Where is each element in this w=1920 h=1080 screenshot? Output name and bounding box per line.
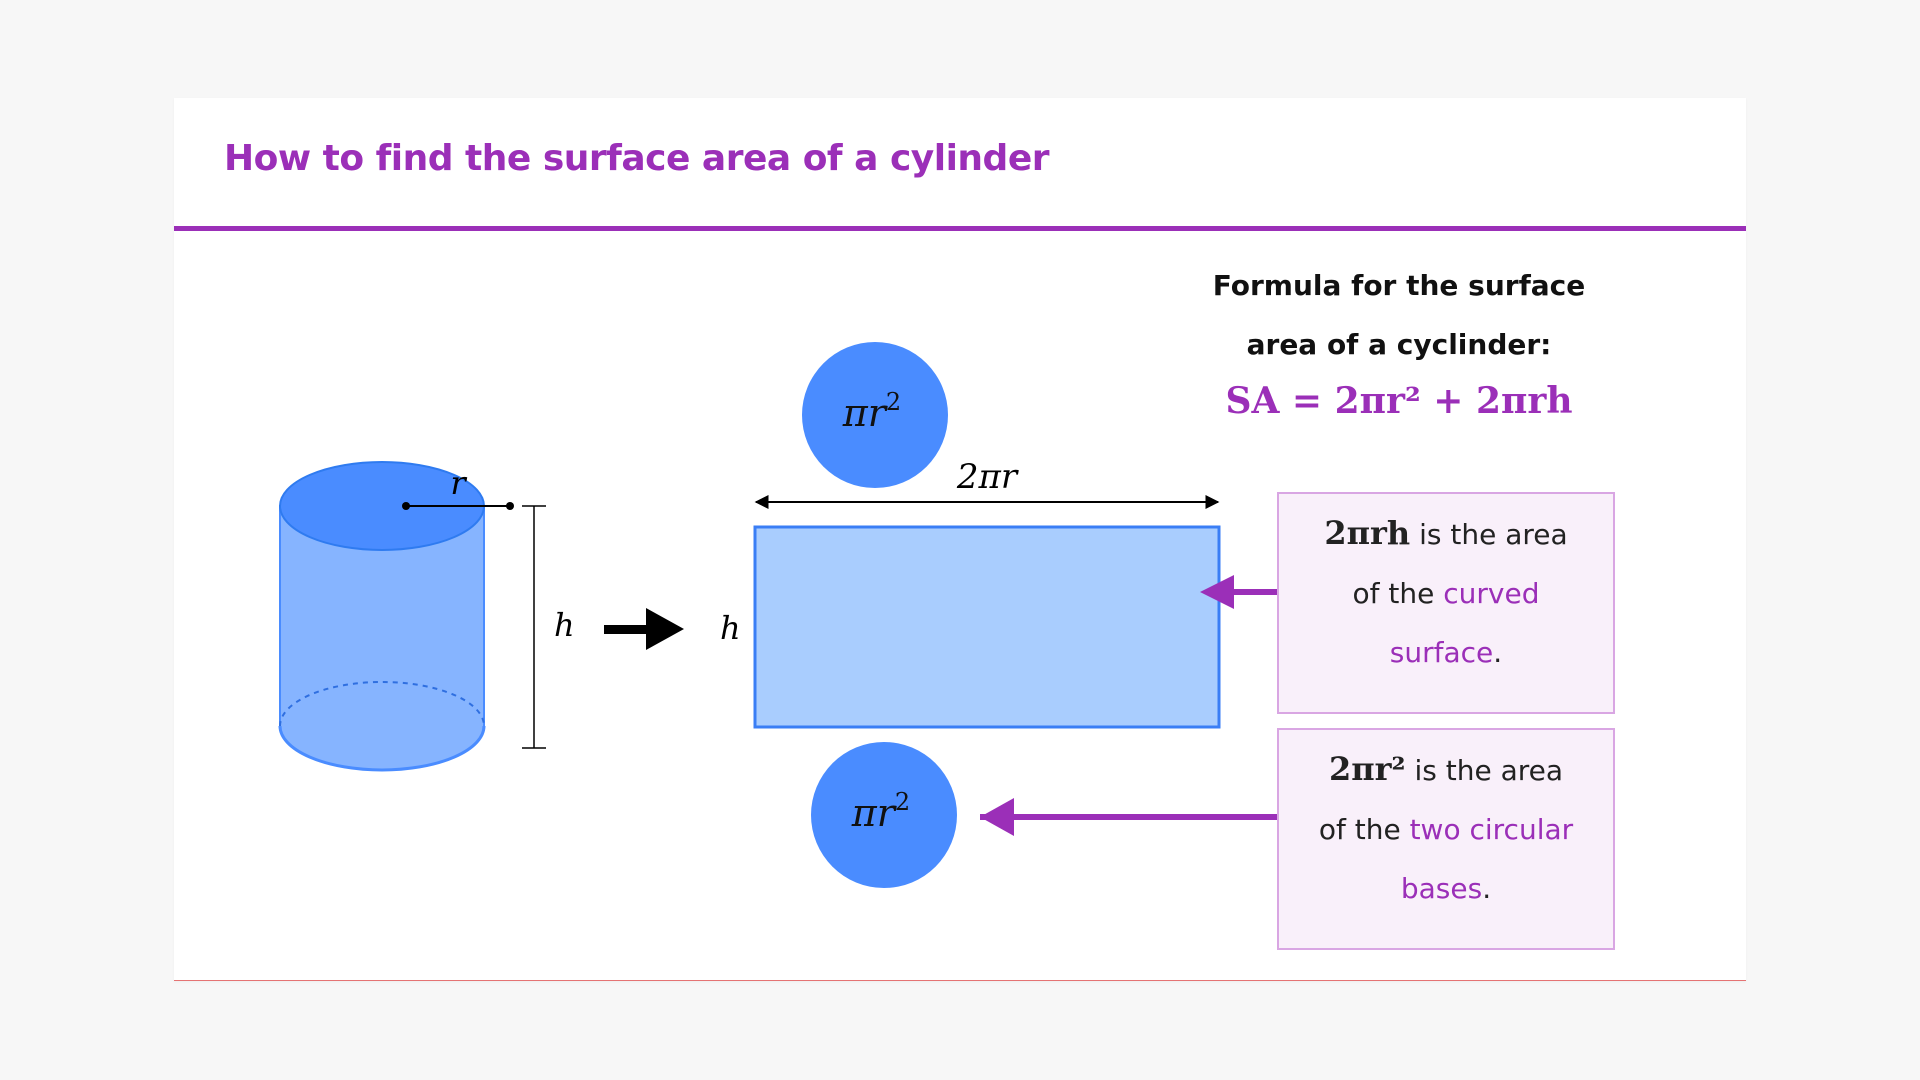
box-period: . — [1482, 872, 1492, 905]
box-period: . — [1493, 636, 1503, 669]
curved-surface-arrow-icon — [1200, 575, 1278, 609]
height-label: h — [554, 606, 575, 644]
cylinder-bottom-front-edge — [278, 725, 486, 772]
curved-surface-info-box: 2πrh is the area of the curved surface. — [1277, 492, 1615, 714]
cylinder-bottom-back-edge — [279, 681, 485, 727]
width-label: 2πr — [956, 457, 1019, 497]
box-expression: 2πrh — [1324, 514, 1411, 552]
circular-bases-info-box: 2πr² is the area of the two circular bas… — [1277, 728, 1615, 950]
formula-heading: Formula for the surface area of a cyclin… — [1204, 256, 1594, 374]
box-highlight: bases — [1400, 872, 1483, 905]
formula-heading-line2: area of a cyclinder: — [1246, 328, 1552, 361]
curved-surface-rectangle — [753, 525, 1221, 729]
height-dimension: h — [522, 505, 575, 749]
box-expression: 2πr² — [1328, 750, 1406, 788]
radius-center-dot — [402, 502, 410, 510]
cylinder-net-diagram: r h πr2 2πr h — [278, 342, 1278, 888]
box-highlight: two circular — [1409, 813, 1574, 846]
circular-bases-arrow-icon — [980, 798, 1278, 836]
box-text: is the area — [1405, 754, 1564, 787]
radius-label: r — [450, 464, 467, 502]
bottom-base-circle: πr2 — [811, 742, 957, 888]
bottom-circle-exponent: 2 — [895, 788, 910, 816]
page-title: How to find the surface area of a cylind… — [224, 138, 1050, 179]
transform-arrow-icon — [604, 608, 684, 650]
box-text: of the — [1352, 577, 1444, 610]
width-dimension: 2πr — [754, 457, 1220, 509]
cylinder: r — [278, 461, 514, 772]
bottom-circle-label: πr2 — [851, 788, 910, 835]
box-text: is the area — [1410, 518, 1568, 551]
box-text: of the — [1318, 813, 1410, 846]
top-circle-label: πr2 — [842, 388, 901, 435]
top-base-circle: πr2 — [802, 342, 948, 488]
formula-heading-line1: Formula for the surface — [1212, 269, 1586, 302]
slide: How to find the surface area of a cylind… — [174, 98, 1746, 981]
surface-area-formula: SA = 2πr² + 2πrh — [1225, 380, 1573, 422]
rect-height-label: h — [720, 609, 741, 647]
box-highlight: curved — [1443, 577, 1540, 610]
box-highlight: surface — [1389, 636, 1494, 669]
title-divider — [174, 226, 1746, 231]
radius-end-dot — [506, 502, 514, 510]
top-circle-exponent: 2 — [886, 388, 901, 416]
